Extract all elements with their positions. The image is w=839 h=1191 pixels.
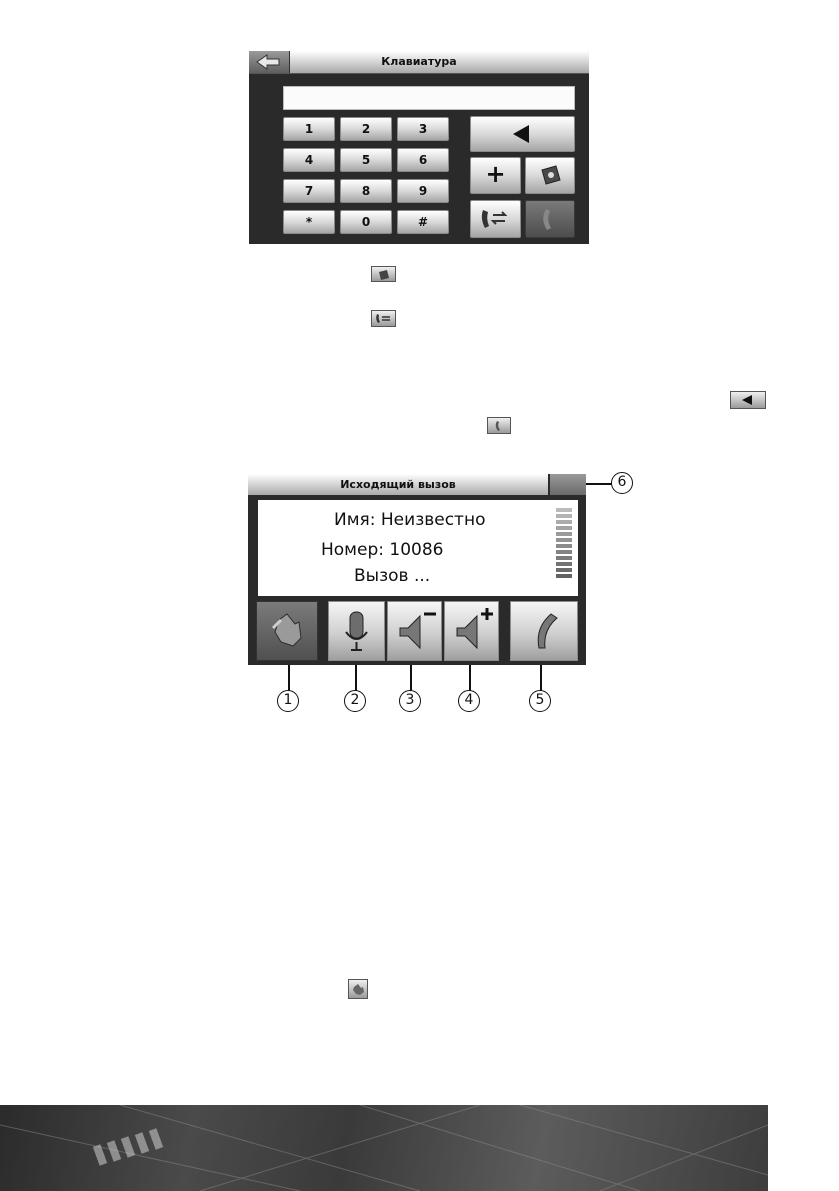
hand-inline-icon (348, 979, 368, 999)
microphone-button[interactable] (328, 601, 385, 661)
handset-icon (511, 613, 577, 664)
speaker-minus-icon (388, 612, 441, 664)
key-hash[interactable]: # (397, 210, 449, 234)
microphone-icon (329, 611, 384, 664)
key-5[interactable]: 5 (340, 148, 392, 172)
key-1[interactable]: 1 (283, 117, 335, 141)
caller-number: Номер: 10086 (321, 540, 444, 560)
phonebook-icon (526, 165, 574, 197)
transfer-call-button[interactable] (470, 200, 521, 238)
arrow-left-icon (249, 54, 289, 77)
transfer-inline-icon (371, 310, 396, 327)
callout-6-leader (586, 483, 612, 485)
signal-level-indicator (556, 508, 572, 582)
callout-4: 4 (458, 690, 480, 712)
speaker-plus-icon (445, 608, 498, 664)
transfer-call-icon (471, 210, 520, 241)
call-title: Исходящий вызов (248, 474, 548, 495)
call-screen: Исходящий вызов Имя: Неизвестно Номер: 1… (248, 474, 586, 665)
callout-3: 3 (399, 690, 421, 712)
key-3[interactable]: 3 (397, 117, 449, 141)
backspace-inline-icon (730, 391, 766, 409)
key-8[interactable]: 8 (340, 179, 392, 203)
key-0[interactable]: 0 (340, 210, 392, 234)
key-4[interactable]: 4 (283, 148, 335, 172)
triangle-left-icon (471, 125, 574, 155)
keypad-title: Клавиатура (381, 55, 457, 68)
contacts-inline-icon (371, 266, 396, 282)
callout-6: 6 (611, 472, 633, 494)
end-call-button[interactable] (510, 601, 578, 661)
call-status: Вызов ... (354, 566, 431, 586)
number-input[interactable] (283, 86, 575, 110)
key-9[interactable]: 9 (397, 179, 449, 203)
callout-4-leader (469, 665, 471, 691)
callout-5-leader (540, 665, 542, 691)
handset-icon (526, 209, 574, 241)
volume-up-button[interactable] (444, 601, 499, 661)
callout-1-leader (288, 665, 290, 691)
callout-1: 1 (277, 690, 299, 712)
key-7[interactable]: 7 (283, 179, 335, 203)
keypad-title-bar: Клавиатура (249, 51, 589, 74)
backspace-button[interactable] (470, 116, 575, 152)
callout-3-leader (410, 665, 412, 691)
footer-banner (0, 1105, 768, 1191)
dial-inline-icon (487, 417, 511, 434)
plus-button[interactable]: + (470, 157, 521, 194)
volume-down-button[interactable] (387, 601, 442, 661)
callout-2-leader (355, 665, 357, 691)
contacts-button[interactable] (525, 157, 575, 194)
caller-name: Имя: Неизвестно (334, 510, 486, 530)
key-2[interactable]: 2 (340, 117, 392, 141)
key-star[interactable]: * (283, 210, 335, 234)
keypad-screen: Клавиатура 1 2 3 4 5 6 7 8 9 * 0 # + (249, 51, 589, 244)
back-button[interactable] (249, 51, 290, 73)
hand-button[interactable] (256, 601, 318, 661)
caller-info-panel: Имя: Неизвестно Номер: 10086 Вызов ... (258, 500, 578, 596)
callout-2: 2 (344, 690, 366, 712)
callout-5: 5 (529, 690, 551, 712)
hand-icon (257, 613, 317, 664)
minimize-button[interactable] (550, 474, 586, 495)
dial-button[interactable] (525, 200, 575, 238)
key-6[interactable]: 6 (397, 148, 449, 172)
